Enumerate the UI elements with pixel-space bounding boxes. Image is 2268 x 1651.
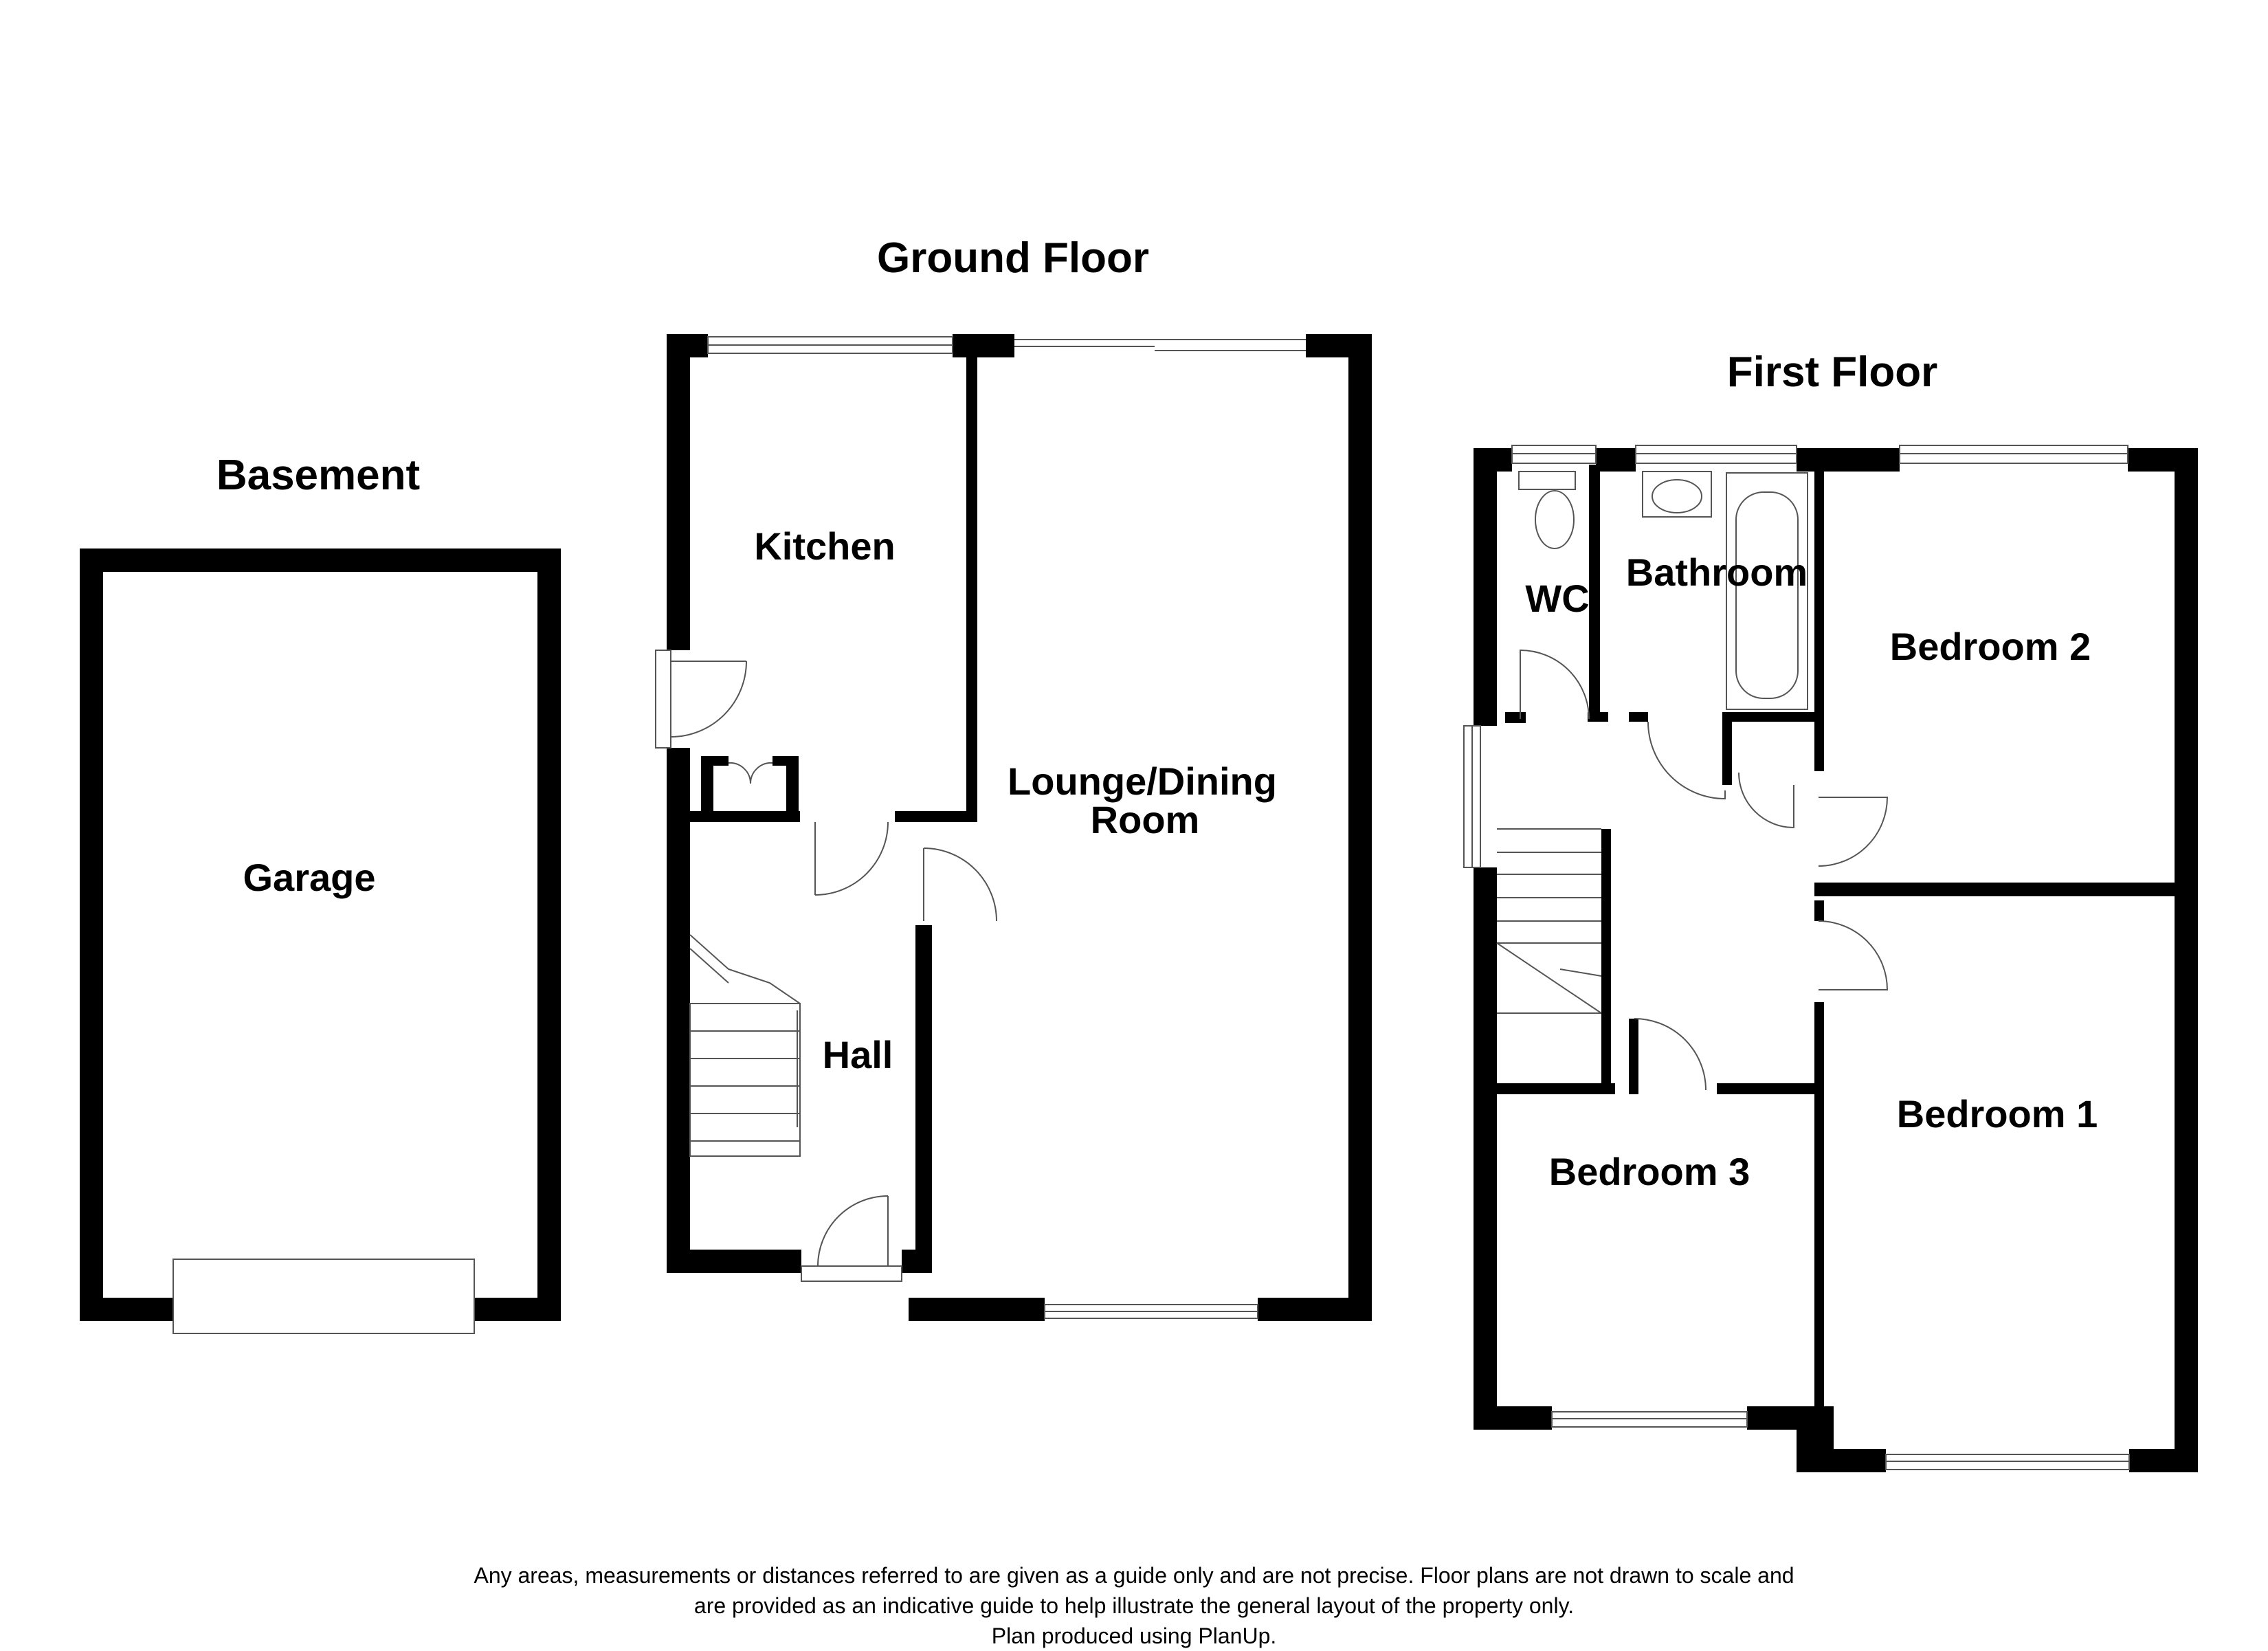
first-floor-doors (1520, 649, 1889, 1091)
first-floor-stairs (1496, 828, 1602, 1014)
first-floor-fixtures (1518, 471, 1808, 710)
disclaimer-line3: Plan produced using PlanUp. (991, 1624, 1277, 1648)
hall-label: Hall (823, 1033, 893, 1076)
lounge-label-line1: Lounge/Dining (1008, 760, 1277, 803)
basement-title: Basement (216, 452, 420, 499)
bathroom-label: Bathroom (1626, 551, 1808, 594)
ground-floor-windows (655, 336, 1306, 1319)
basement-plan: Basement Garage (80, 452, 561, 1334)
wc-label: WC (1525, 577, 1589, 620)
bedroom1-label: Bedroom 1 (1897, 1092, 2098, 1135)
ground-floor-walls (667, 334, 1372, 1321)
disclaimer-line2: are provided as an indicative guide to h… (693, 1593, 1575, 1618)
first-floor-windows (1463, 445, 2130, 1470)
bedroom2-label: Bedroom 2 (1890, 625, 2091, 668)
first-floor-walls (1474, 448, 2198, 1472)
garage-walls (80, 549, 561, 1321)
ground-floor-plan: Ground Floor (655, 234, 1372, 1321)
bedroom3-label: Bedroom 3 (1549, 1150, 1750, 1193)
garage-door (173, 1259, 475, 1334)
first-floor-plan: First Floor (1463, 348, 2198, 1472)
hall-stairs (689, 934, 801, 1157)
lounge-label-line2: Room (1091, 798, 1200, 841)
kitchen-label: Kitchen (754, 524, 895, 568)
first-floor-title: First Floor (1727, 348, 1938, 396)
ground-floor-doors (670, 661, 997, 1267)
toilet-cistern (1518, 471, 1576, 490)
disclaimer-line1: Any areas, measurements or distances ref… (474, 1563, 1794, 1588)
garage-label: Garage (243, 856, 376, 899)
disclaimer: Any areas, measurements or distances ref… (0, 1560, 2268, 1651)
ground-floor-title: Ground Floor (877, 234, 1149, 282)
toilet-bowl (1535, 490, 1575, 549)
